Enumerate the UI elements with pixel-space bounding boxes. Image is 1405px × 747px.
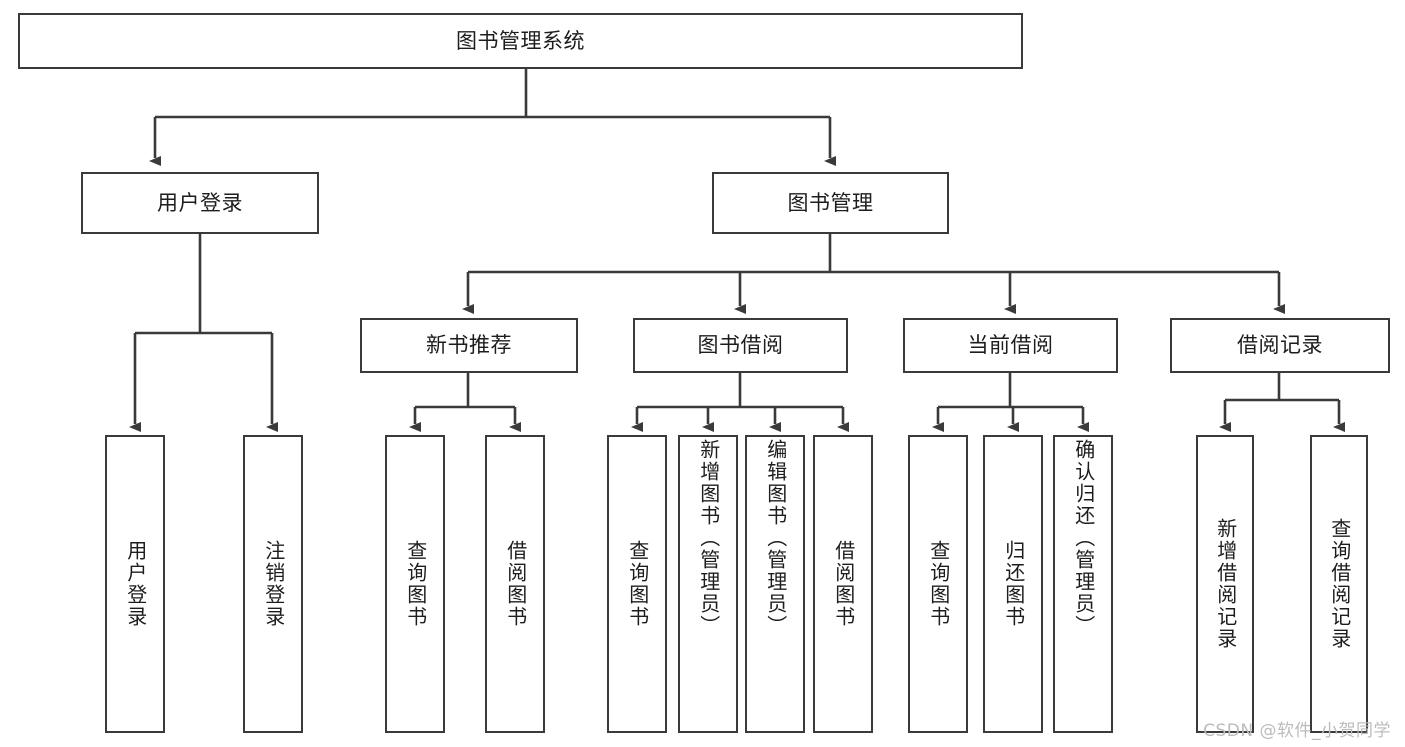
leaf-borrow-query-book[interactable]: 查询图书: [607, 435, 667, 733]
leaf-borrow-edit-book-admin[interactable]: 编辑图书（管理员）: [745, 435, 805, 733]
node-root-book-management-system[interactable]: 图书管理系统: [18, 13, 1023, 69]
leaf-record-add-record[interactable]: 新增借阅记录: [1196, 435, 1254, 733]
leaf-text-wrap: 确认归还（管理员）: [1055, 437, 1111, 731]
leaf-user-login-signout[interactable]: 注销登录: [243, 435, 303, 733]
leaf-record-query-record[interactable]: 查询借阅记录: [1310, 435, 1368, 733]
leaf-borrow-add-book-admin[interactable]: 新增图书（管理员）: [678, 435, 738, 733]
node-label: 借阅图书: [503, 540, 528, 628]
node-label: 注销登录: [261, 540, 286, 628]
node-user-login[interactable]: 用户登录: [81, 172, 319, 234]
leaf-text-wrap: 归还图书: [985, 437, 1041, 731]
leaf-text-wrap: 借阅图书: [487, 437, 543, 731]
leaf-text-wrap: 查询借阅记录: [1312, 437, 1366, 731]
leaf-text-wrap: 查询图书: [387, 437, 443, 731]
node-book-borrow[interactable]: 图书借阅: [633, 318, 848, 373]
node-label: 新增借阅记录: [1213, 518, 1238, 650]
node-borrow-record[interactable]: 借阅记录: [1170, 318, 1390, 373]
leaf-text-wrap: 借阅图书: [815, 437, 871, 731]
leaf-text-wrap: 查询图书: [609, 437, 665, 731]
node-current-borrow[interactable]: 当前借阅: [903, 318, 1118, 373]
leaf-current-confirm-return-admin[interactable]: 确认归还（管理员）: [1053, 435, 1113, 733]
node-label: 图书借阅: [697, 333, 784, 358]
node-label: 用户登录: [157, 190, 243, 215]
node-label: 编辑图书（管理员）: [763, 439, 788, 637]
leaf-text-wrap: 编辑图书（管理员）: [747, 437, 803, 731]
node-label: 新增图书（管理员）: [696, 439, 721, 637]
node-label: 当前借阅: [967, 333, 1054, 358]
node-label: 归还图书: [1001, 540, 1026, 628]
leaf-text-wrap: 新增借阅记录: [1198, 437, 1252, 731]
node-label: 确认归还（管理员）: [1071, 439, 1096, 637]
node-label: 借阅图书: [831, 540, 856, 628]
node-label: 查询图书: [926, 540, 951, 628]
node-label: 图书管理系统: [456, 28, 585, 53]
node-new-book-recommend[interactable]: 新书推荐: [360, 318, 578, 373]
leaf-text-wrap: 新增图书（管理员）: [680, 437, 736, 731]
leaf-text-wrap: 用户登录: [107, 437, 163, 731]
node-book-management[interactable]: 图书管理: [712, 172, 949, 234]
leaf-borrow-borrow-book[interactable]: 借阅图书: [813, 435, 873, 733]
leaf-user-login-signin[interactable]: 用户登录: [105, 435, 165, 733]
leaf-text-wrap: 注销登录: [245, 437, 301, 731]
leaf-new-book-query[interactable]: 查询图书: [385, 435, 445, 733]
node-label: 新书推荐: [426, 333, 512, 358]
leaf-current-query-book[interactable]: 查询图书: [908, 435, 968, 733]
node-label: 查询借阅记录: [1327, 518, 1352, 650]
node-label: 查询图书: [403, 540, 428, 628]
node-label: 查询图书: [625, 540, 650, 628]
node-label: 借阅记录: [1237, 333, 1323, 358]
node-label: 图书管理: [787, 190, 874, 215]
node-label: 用户登录: [123, 540, 148, 628]
leaf-new-book-borrow[interactable]: 借阅图书: [485, 435, 545, 733]
leaf-current-return-book[interactable]: 归还图书: [983, 435, 1043, 733]
leaf-text-wrap: 查询图书: [910, 437, 966, 731]
